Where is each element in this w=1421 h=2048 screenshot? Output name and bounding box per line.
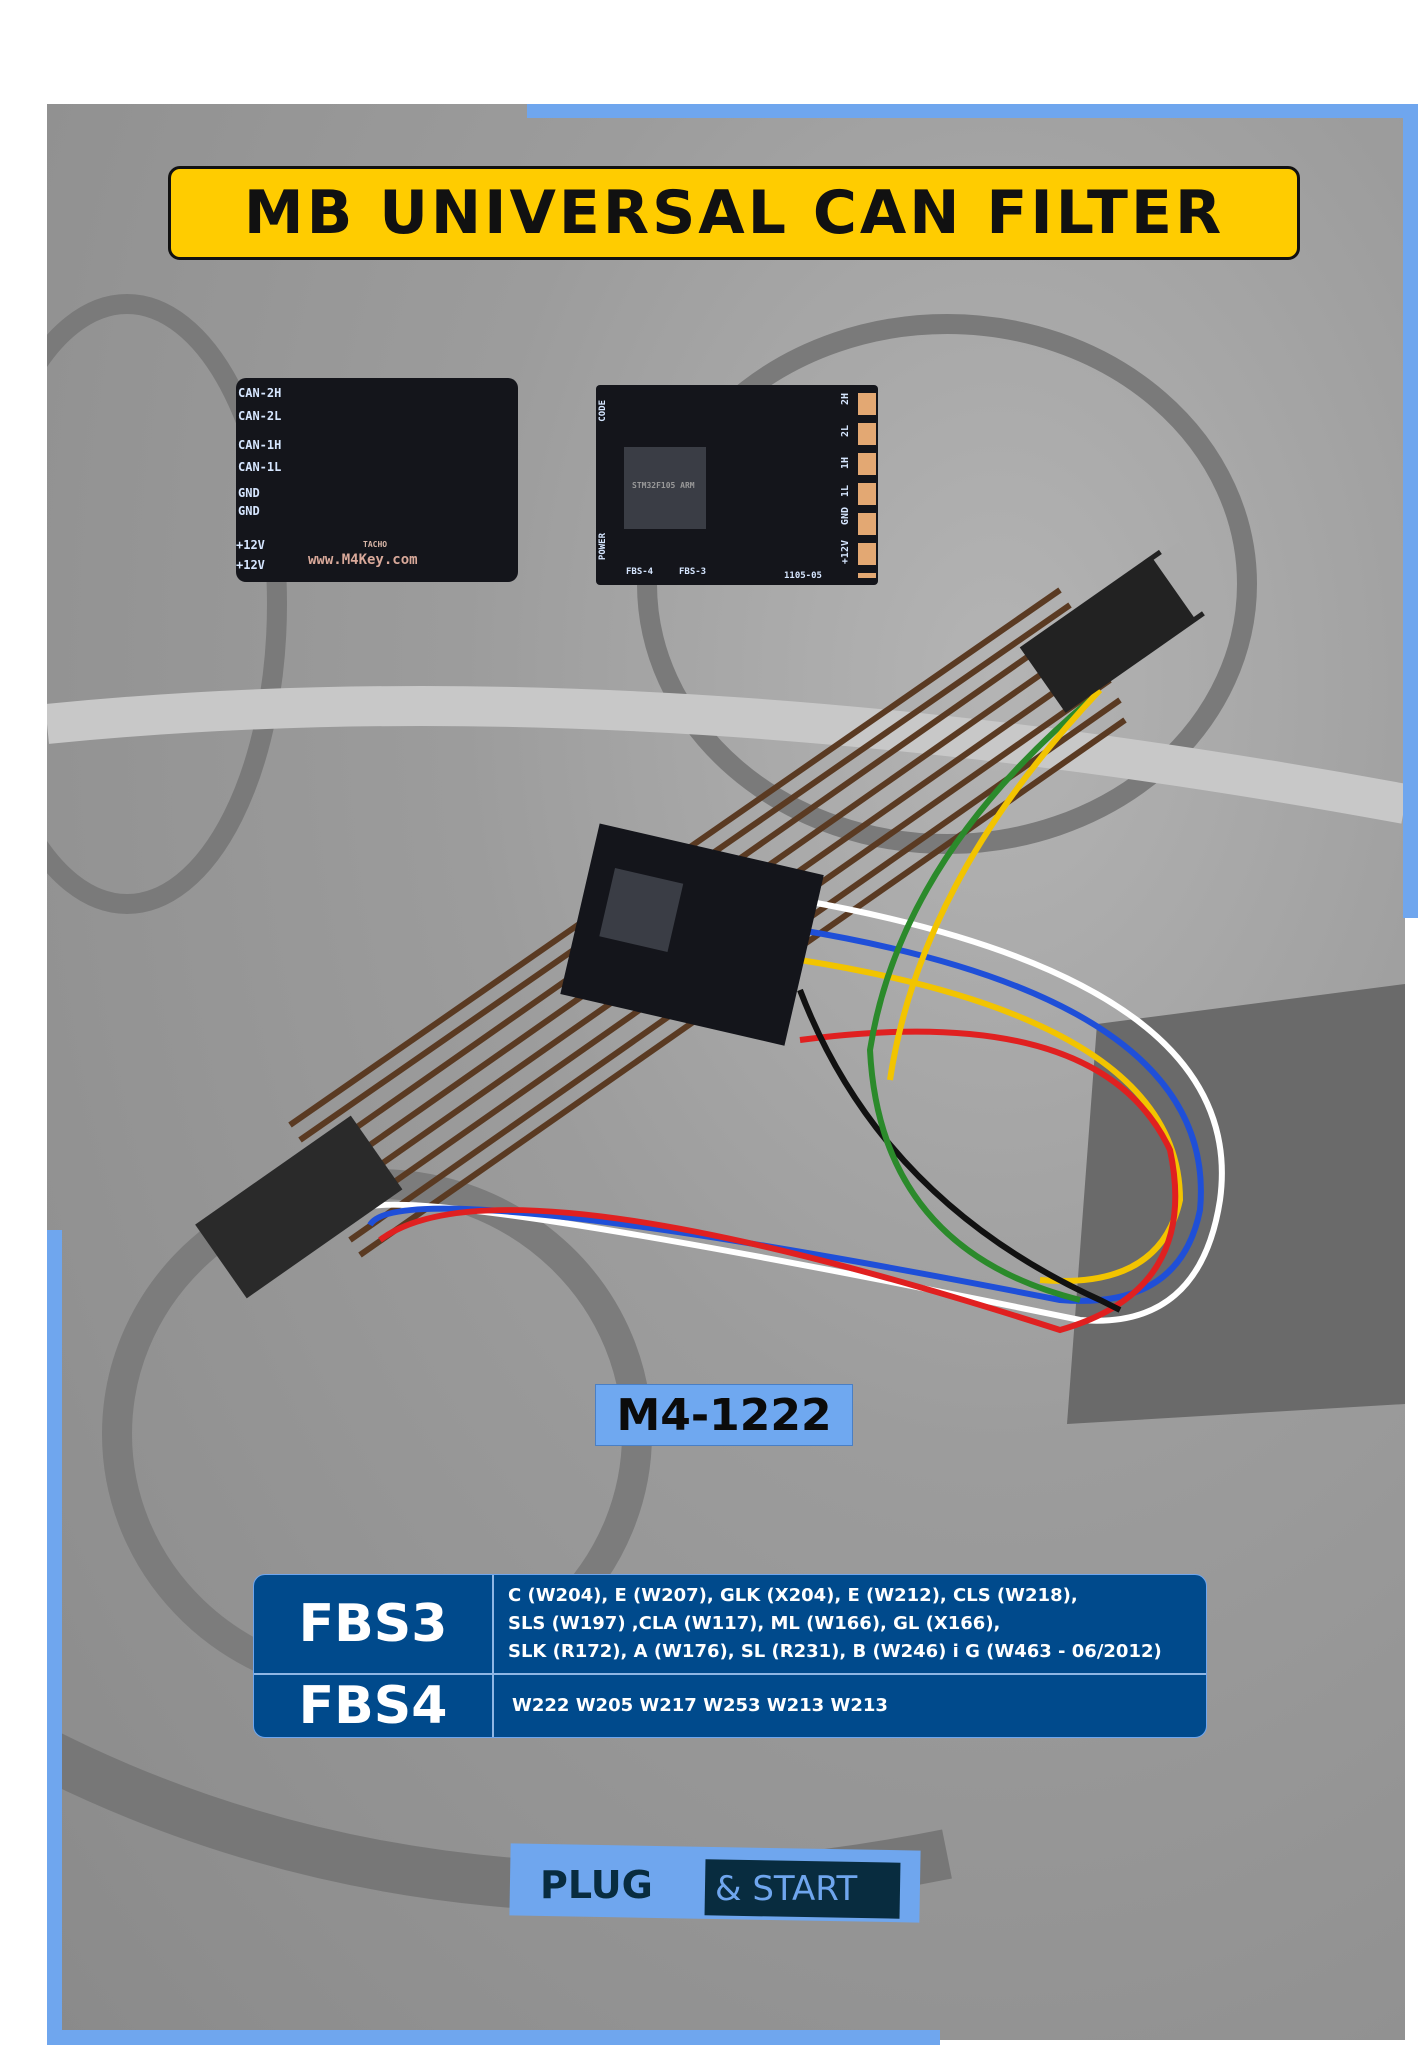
row-key: FBS3 <box>254 1575 494 1673</box>
models-line: SLS (W197) ,CLA (W117), ML (W166), GL (X… <box>508 1613 1001 1634</box>
compatibility-table: FBS3 C (W204), E (W207), GLK (X204), E (… <box>253 1574 1207 1738</box>
tacho-logo: TACHO <box>363 540 388 549</box>
border-right <box>1403 104 1418 918</box>
board-revision: 1105-05 <box>784 571 822 581</box>
models-line: SLK (R172), A (W176), SL (R231), B (W246… <box>508 1641 1162 1662</box>
model-number: M4-1222 <box>616 1389 832 1441</box>
pin-label: CAN-2L <box>238 409 282 423</box>
title-banner: MB UNIVERSAL CAN FILTER <box>168 166 1300 260</box>
models-line: C (W204), E (W207), GLK (X204), E (W212)… <box>508 1585 1078 1606</box>
border-bottom <box>47 2030 940 2045</box>
fbs4-label: FBS-4 <box>626 567 654 577</box>
pin-label: GND <box>238 486 260 500</box>
models-line: W222 W205 W217 W253 W213 W213 <box>512 1695 888 1716</box>
table-row-fbs4: FBS4 W222 W205 W217 W253 W213 W213 <box>254 1675 1206 1737</box>
pin-label: +12V <box>236 558 265 572</box>
fbs3-label: FBS-3 <box>679 567 707 577</box>
plug-and-start-slogan: PLUG & START <box>509 1843 925 1923</box>
slogan-part1: PLUG <box>540 1863 653 1907</box>
board-front-image: STM32F105 ARM CODE POWER FBS-4 FBS-3 110… <box>596 385 878 585</box>
pin-label: CAN-2H <box>238 386 282 400</box>
solder-pads <box>858 393 876 578</box>
website-url: www.M4Key.com <box>308 552 418 568</box>
pin-label: CAN-1L <box>238 460 282 474</box>
board-back-image: CAN-2H CAN-2L CAN-1H CAN-1L GND GND +12V… <box>236 378 518 582</box>
row-key: FBS4 <box>254 1675 494 1737</box>
pin-label: GND <box>238 504 260 518</box>
table-row-fbs3: FBS3 C (W204), E (W207), GLK (X204), E (… <box>254 1575 1206 1675</box>
chip <box>624 447 706 529</box>
border-left <box>47 1230 62 2045</box>
pin-label: CAN-1H <box>238 438 282 452</box>
model-number-badge: M4-1222 <box>595 1384 853 1446</box>
border-top <box>527 104 1418 118</box>
slogan-part2: & START <box>715 1869 858 1909</box>
pin-label: +12V <box>236 538 265 552</box>
page-title: MB UNIVERSAL CAN FILTER <box>243 178 1225 248</box>
chip-label: STM32F105 ARM <box>632 481 695 490</box>
